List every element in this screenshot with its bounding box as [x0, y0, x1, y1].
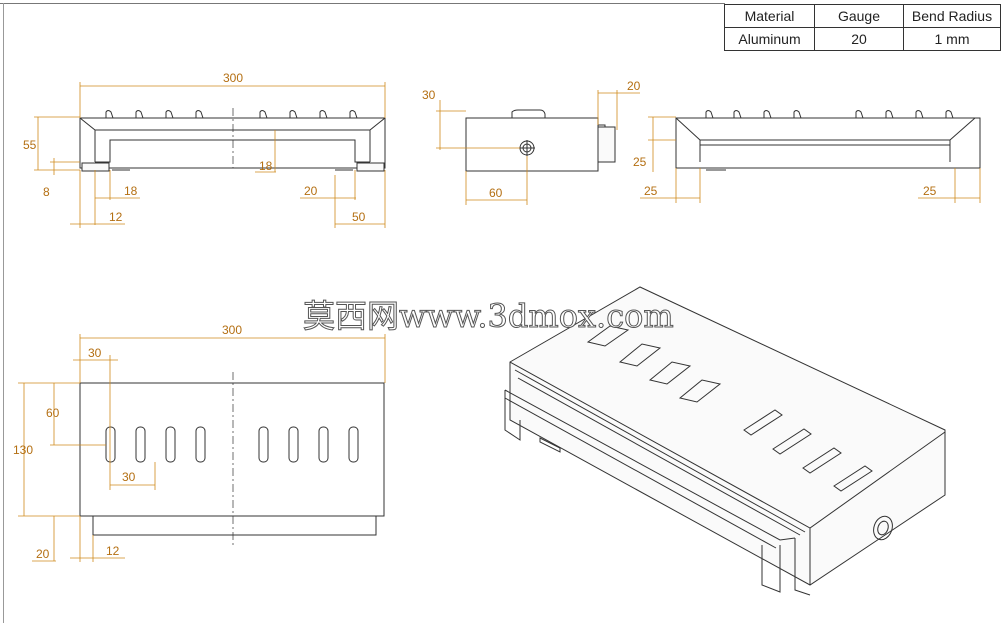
spec-value-bend-radius: 1 mm: [903, 27, 1001, 51]
dim-top-slot-30: 30: [122, 470, 136, 484]
spec-header-gauge: Gauge: [814, 4, 904, 28]
dim-rear-right: 25: [923, 184, 937, 198]
rear-tabs: [705, 110, 954, 119]
dim-side-20: 20: [627, 79, 641, 93]
dim-top-30: 30: [88, 346, 102, 360]
dim-front-inner: 18: [259, 159, 273, 173]
watermark: 莫西网www.3dmox.com: [303, 297, 674, 335]
dim-front-length: 300: [223, 71, 243, 85]
dim-front-right-50: 50: [352, 210, 366, 224]
dim-top-60: 60: [46, 406, 60, 420]
spec-table: Material Gauge Bend Radius Aluminum 20 1…: [724, 4, 1001, 51]
sheet-border-left: [3, 3, 4, 623]
top-view: 300 30 60 130 30 20 12: [13, 323, 386, 562]
rear-view: 25 25 25: [633, 110, 981, 203]
sheet-border-top: [0, 3, 725, 4]
spec-value-material: Aluminum: [724, 27, 815, 51]
dim-front-foot: 8: [43, 185, 50, 199]
dim-top-length: 300: [222, 323, 242, 337]
spec-value-gauge: 20: [814, 27, 904, 51]
front-tabs: [105, 110, 358, 119]
dim-front-left-12: 12: [109, 210, 123, 224]
dim-side-60: 60: [489, 186, 503, 200]
dim-side-30: 30: [422, 88, 436, 102]
dim-rear-left: 25: [644, 184, 658, 198]
dim-top-12: 12: [106, 544, 120, 558]
side-view: 30 20 60: [422, 79, 641, 205]
front-view: 300 55 8 18 18 12 20 50: [23, 71, 386, 228]
dim-top-20: 20: [36, 547, 50, 561]
dim-rear-height: 25: [633, 155, 647, 169]
dim-front-right-20: 20: [304, 184, 318, 198]
iso-tabs: [586, 325, 873, 492]
dim-front-height: 55: [23, 138, 37, 152]
top-slots: [105, 426, 359, 463]
spec-header-material: Material: [724, 4, 815, 28]
dim-front-left-18: 18: [124, 184, 138, 198]
dim-top-130: 130: [13, 443, 33, 457]
spec-table-value-row: Aluminum 20 1 mm: [724, 27, 1001, 51]
isometric-view: [504, 286, 946, 596]
